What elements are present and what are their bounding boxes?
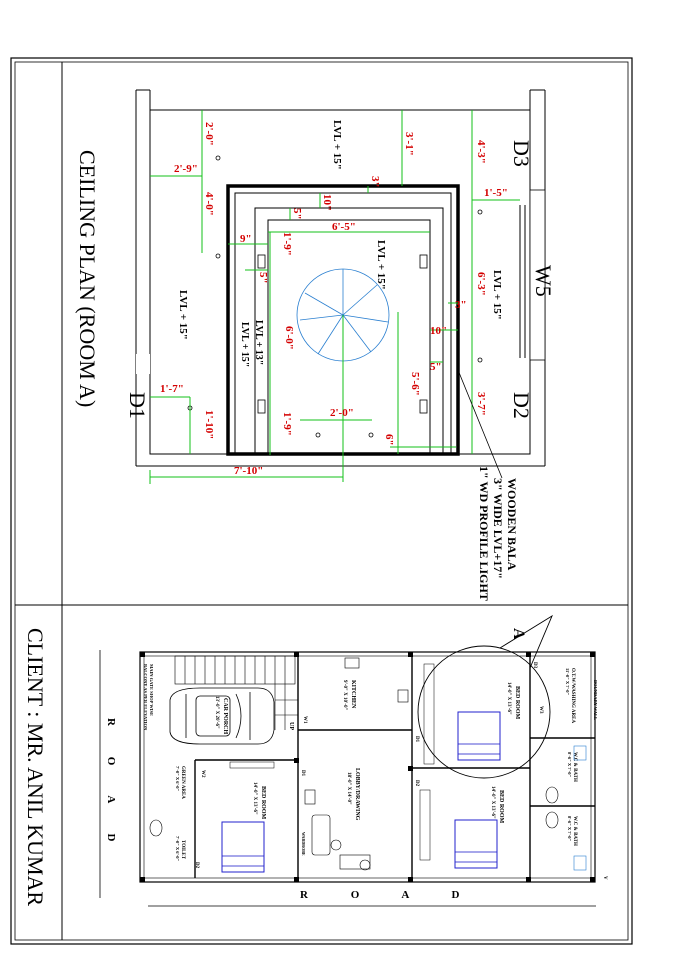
bed-room-label: BED ROOM <box>498 790 504 824</box>
dim-2-9: 2'-9" <box>174 163 198 175</box>
dim-7-10: 7'-10" <box>234 465 263 477</box>
bed-bottom-right <box>419 789 498 869</box>
door-d1-label: D1 <box>125 392 150 419</box>
dim-1-9-top: 1'-9" <box>281 232 293 256</box>
sofa-set <box>304 789 371 871</box>
bed-room-size: 14'-0" X 13'-6" <box>490 786 495 819</box>
dim-5-top: 5" <box>291 208 303 220</box>
dim-1-10: 1'-10" <box>203 410 215 439</box>
staircase <box>174 655 298 730</box>
dim-5-left: 5" <box>257 272 269 284</box>
door-label: D1 <box>300 770 305 777</box>
dim-3-1: 3'-1" <box>403 132 415 156</box>
main-gate-label: MAIN GATE SHOP WISE <box>149 664 154 716</box>
dim-4-3: 4'-3" <box>475 140 487 164</box>
bed-top-right <box>423 663 501 765</box>
note-line-2: 3" WIDE LVL+17" <box>491 478 505 579</box>
otw-label: O.T.W/WASHING AREA <box>570 668 575 723</box>
dim-4-0: 4'-0" <box>203 192 215 216</box>
dim-5-6: 5'-6" <box>409 372 421 396</box>
level-label: LVL + 15" <box>491 270 503 320</box>
dim-2-0-bottom: 2'-0" <box>330 407 354 419</box>
level-label: LVL + 13" <box>253 320 264 365</box>
kitchen-label: KITCHEN <box>350 680 356 709</box>
window-label: W2 <box>200 770 205 778</box>
dim-10-top: 10" <box>321 194 333 211</box>
car <box>169 687 275 745</box>
dim-9: 9" <box>240 233 252 245</box>
wardrobe-label: WARDROBE <box>301 832 306 856</box>
wc-bath-size: 8'-6" X 7'-0" <box>567 752 572 777</box>
balcony-label: BALCONY AS PER ELEVATION <box>143 664 148 731</box>
dim-5-right: 5" <box>430 361 442 373</box>
ceiling-plan: 2'-0" 2'-9" 4'-0" 3'-1" 3" 10" 5" 6'-5" … <box>125 89 556 601</box>
green-area-size: 7'-0" X 6'-0" <box>175 766 180 791</box>
wc-bath-size: 8'-6" X 7'-0" <box>567 816 572 841</box>
dim-2-0-top: 2'-0" <box>203 122 215 146</box>
bed-left <box>221 761 275 873</box>
ceiling-plan-title: CEILING PLAN (ROOM A) <box>75 150 100 407</box>
road-label-left: R O A D <box>105 718 117 855</box>
window-w5-label: W5 <box>531 265 556 297</box>
bed-room-label: BED ROOM <box>260 786 266 820</box>
level-label: LVL + 15" <box>239 322 250 367</box>
sheet-border <box>10 57 633 945</box>
sheet-border-inner <box>14 61 629 941</box>
dim-3-7: 3'-7" <box>475 392 487 416</box>
car-porch-label: CAR PORCH <box>222 698 228 734</box>
toilet-size: 7'-0" X 6'-0" <box>175 836 180 861</box>
door-label: D2 <box>414 780 419 787</box>
level-label: LVL + 15" <box>331 120 343 170</box>
lobby-label: LOBBY/DRAWING <box>354 768 360 821</box>
door-d2-label: D2 <box>509 392 534 419</box>
otw-size: 11'-0" X 7'-0" <box>565 668 570 695</box>
dim-6-0: 6'-0" <box>283 326 295 350</box>
dim-1-7: 1'-7" <box>160 383 184 395</box>
boundary-wall-label: BOUNDARY WALL <box>593 680 598 720</box>
cove-inner <box>267 219 431 455</box>
window-label: W3 <box>538 706 543 714</box>
house-outline <box>139 651 596 883</box>
client-name: CLIENT : MR. ANIL KUMAR <box>23 628 48 906</box>
dim-3-in: 3" <box>369 176 381 188</box>
kitchen-size: 9'-0" X 10'-0" <box>342 680 347 710</box>
dim-3-right: 3" <box>455 299 467 311</box>
up-label: UP <box>288 722 294 730</box>
bed-room-size: 14'-0" X 13'-6" <box>506 682 511 715</box>
bed-room-size: 14'-0" X 13'-6" <box>252 782 257 815</box>
ceiling-fan <box>296 268 390 362</box>
toilet-label: TOILET <box>180 840 185 860</box>
road-label-bottom: R O A D <box>300 889 479 901</box>
dim-6-5: 6'-5" <box>332 221 356 233</box>
level-label: LVL + 15" <box>375 240 387 290</box>
note-line-3: 1" WD PROFILE LIGHT <box>477 466 491 601</box>
green-area-label: GREEN AREA <box>180 766 185 799</box>
dim-1-9-bottom: 1'-9" <box>281 412 293 436</box>
door-d3-label: D3 <box>509 140 534 167</box>
door-label: D1 <box>414 736 419 743</box>
dim-1-5: 1'-5" <box>484 187 508 199</box>
door-label: D3 <box>532 662 537 669</box>
lobby-size: 18'-0" X 14'-0" <box>346 772 351 805</box>
level-label: LVL + 15" <box>177 290 189 340</box>
wc-bath-label: W.C & BATH <box>572 816 577 846</box>
dim-10-right: 10" <box>430 325 447 337</box>
door-label: D2 <box>194 862 199 869</box>
wc-bath-label: W.C & BATH <box>572 752 577 782</box>
bed-room-label: BED ROOM <box>514 686 520 720</box>
vent-label: V <box>602 876 607 880</box>
window-label: W1 <box>302 716 307 724</box>
dim-6-3: 6'-3" <box>475 272 487 296</box>
dim-6-in: 6" <box>383 434 395 446</box>
note-line-1: WOODEN BALA <box>505 478 519 571</box>
car-porch-size: 13'-0" X 20'-6" <box>214 696 219 729</box>
floor-plan: R O A D R O A D <box>99 614 607 907</box>
room-a-callout <box>417 645 551 779</box>
room-a-marker: A <box>510 628 527 640</box>
